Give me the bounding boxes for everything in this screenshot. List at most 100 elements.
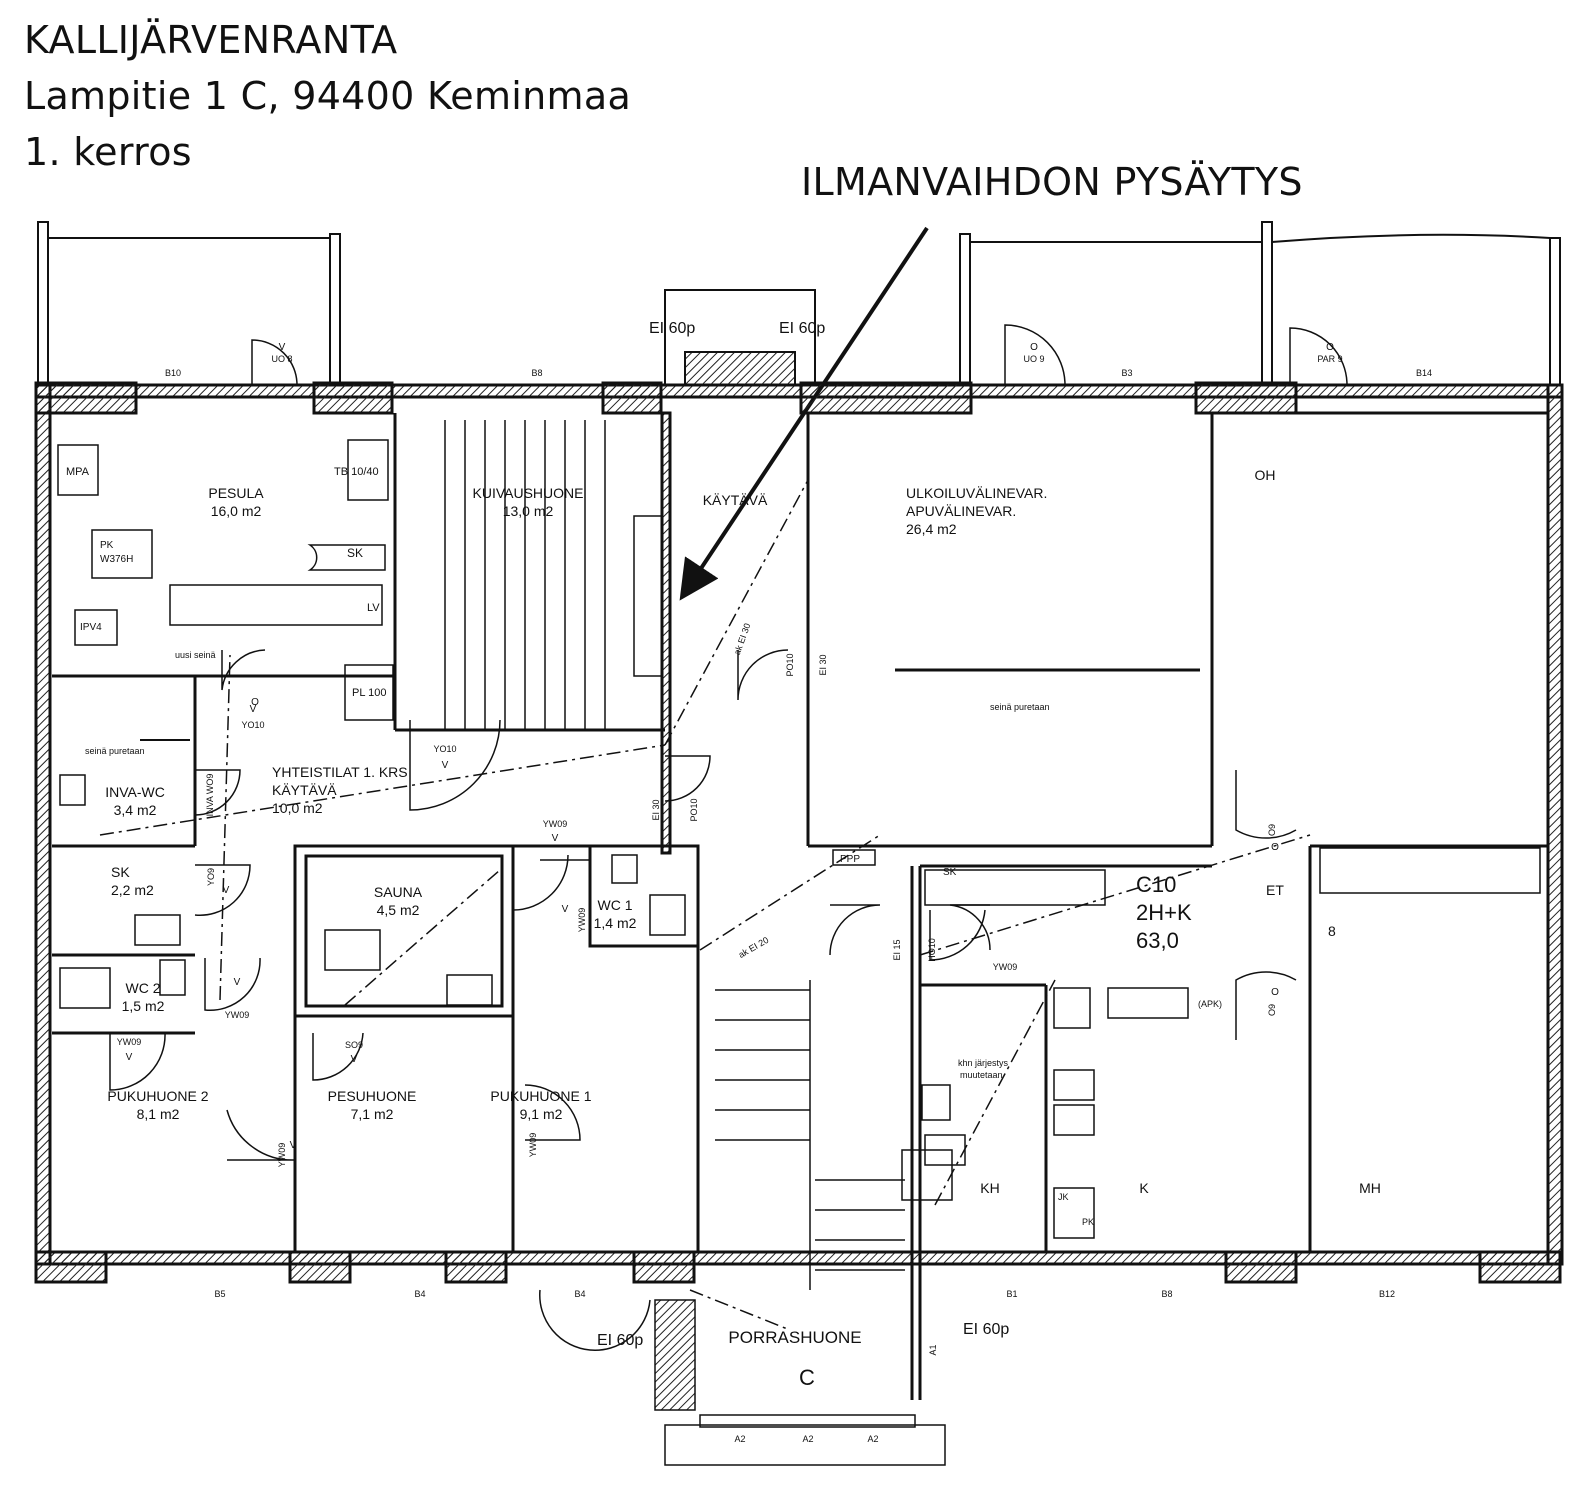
label-sk2: SK (943, 867, 957, 878)
door-mark: V (442, 760, 449, 771)
room-area-inva-wc: 3,4 m2 (114, 802, 157, 818)
room-area-yhteistilat: 10,0 m2 (272, 800, 323, 816)
header-floor: 1. kerros (24, 130, 192, 174)
room-name-mh: MH (1359, 1180, 1381, 1196)
label-muutetaan: muutetaan (960, 1070, 1003, 1080)
balconies (37, 221, 1561, 386)
bottom-mark: A1 (928, 1344, 938, 1355)
label-lv: LV (367, 602, 380, 614)
header-address: Lampitie 1 C, 94400 Keminmaa (24, 74, 632, 118)
door-mark: V (279, 342, 286, 353)
label-ei30-b: EI 30 (651, 799, 661, 820)
room-name-oh: OH (1255, 467, 1276, 483)
room-area-wc2: 1,5 m2 (122, 998, 165, 1014)
window-label: B8 (1161, 1289, 1172, 1299)
bottom-mark: A2 (734, 1434, 745, 1444)
room-name-kaytava-top: KÄYTÄVÄ (703, 492, 768, 508)
door-code: YO9 (206, 868, 216, 886)
apartment-code: C10 (1136, 872, 1176, 897)
door-code: YW09 (993, 962, 1018, 972)
room-area-sauna: 4,5 m2 (377, 902, 420, 918)
room-name-pukuhuone1: PUKUHUONE 1 (490, 1088, 591, 1104)
door-code: O9 (1267, 1004, 1277, 1016)
room-name-yhteistilat: YHTEISTILAT 1. KRS (272, 764, 408, 780)
door-code: UO 8 (271, 354, 292, 364)
door-code: YW09 (277, 1143, 287, 1168)
label-ppp: PPP (840, 854, 860, 865)
room-name-sk: SK (111, 864, 130, 880)
door-code: YW09 (117, 1037, 142, 1047)
label-apk: (APK) (1198, 999, 1222, 1009)
label-jk: JK (1058, 1192, 1069, 1202)
room-area-ulkoilu: 26,4 m2 (906, 521, 957, 537)
label-stair-c: C (799, 1365, 815, 1390)
annotation-ventilation-stop: ILMANVAIHDON PYSÄYTYS (801, 160, 1303, 204)
label-pk: PK (100, 540, 114, 551)
door-mark: V (250, 704, 257, 715)
fire-compartment-lines (99, 479, 1311, 1331)
door-code: INVA WO9 (205, 774, 215, 817)
label-tb: TB 10/40 (334, 466, 379, 478)
room-name-sauna: SAUNA (374, 884, 423, 900)
label-po10-a: PO10 (785, 653, 795, 676)
door-mark: V (126, 1052, 133, 1063)
label-ak-ei30: ak EI 30 (732, 622, 753, 656)
label-uusi-seina: uusi seinä (175, 650, 216, 660)
window-label: B5 (214, 1289, 225, 1299)
window-label: B10 (165, 368, 181, 378)
label-khn-jarjestys: khn järjestys (958, 1058, 1009, 1068)
label-pl100: PL 100 (352, 687, 386, 699)
room-name-porrashuone: PORRASHUONE (728, 1328, 861, 1347)
bottom-mark: A2 (867, 1434, 878, 1444)
stairs (444, 420, 946, 1466)
room-name2-ulkoilu: APUVÄLINEVAR. (906, 503, 1016, 519)
room-area-wc1: 1,4 m2 (594, 915, 637, 931)
door-mark: O (1326, 342, 1334, 353)
window-label: B3 (1121, 368, 1132, 378)
room-name-kuivaushuone: KUIVAUSHUONE (473, 485, 584, 501)
door-mark: O (1271, 842, 1279, 853)
label-seina-puretaan-2: seinä puretaan (990, 702, 1050, 712)
label-ak-ei20: ak EI 20 (737, 935, 771, 960)
label-fire-top-left: EI 60p (649, 320, 695, 337)
label-w376h: W376H (100, 554, 133, 565)
outer-walls (34, 381, 1564, 1284)
door-mark: V (552, 833, 559, 844)
window-label: B12 (1379, 1289, 1395, 1299)
door-mark: V (562, 904, 569, 915)
header-title: KALLIJÄRVENRANTA (24, 18, 398, 62)
label-pk2: PK (1082, 1217, 1094, 1227)
door-code: YW09 (225, 1010, 250, 1020)
bottom-mark: A2 (802, 1434, 813, 1444)
door-mark: V (351, 1054, 358, 1065)
door-mark: V (223, 885, 230, 896)
door-code: PAR 9 (1317, 354, 1342, 364)
room-name-kh: KH (980, 1180, 999, 1196)
door-code: YW09 (543, 819, 568, 829)
door-code: YW09 (577, 908, 587, 933)
room-name-inva-wc: INVA-WC (105, 784, 165, 800)
room-area-pesula: 16,0 m2 (211, 503, 262, 519)
room-area-sk: 2,2 m2 (111, 882, 154, 898)
window-label: B4 (414, 1289, 425, 1299)
room-name-wc2: WC 2 (126, 980, 161, 996)
label-ei30-a: EI 30 (818, 654, 828, 675)
room-name-pukuhuone2: PUKUHUONE 2 (107, 1088, 208, 1104)
window-label: B14 (1416, 368, 1432, 378)
door-code: UO 9 (1023, 354, 1044, 364)
room-name-et: ET (1266, 882, 1284, 898)
door-mark: O (1030, 342, 1038, 353)
window-label: B4 (574, 1289, 585, 1299)
apartment-type: 2H+K (1136, 900, 1192, 925)
label-ipv4: IPV4 (80, 622, 102, 633)
apartment-area: 63,0 (1136, 928, 1179, 953)
room-name-ulkoilu: ULKOILUVÄLINEVAR. (906, 485, 1047, 501)
window-label: B1 (1006, 1289, 1017, 1299)
door-code: YO10 (433, 744, 456, 754)
label-po10-b: PO10 (689, 798, 699, 821)
label-sk-fix: SK (347, 546, 363, 560)
room-name-pesuhuone: PESUHUONE (328, 1088, 417, 1104)
label-ho10: HO10 (927, 938, 937, 962)
